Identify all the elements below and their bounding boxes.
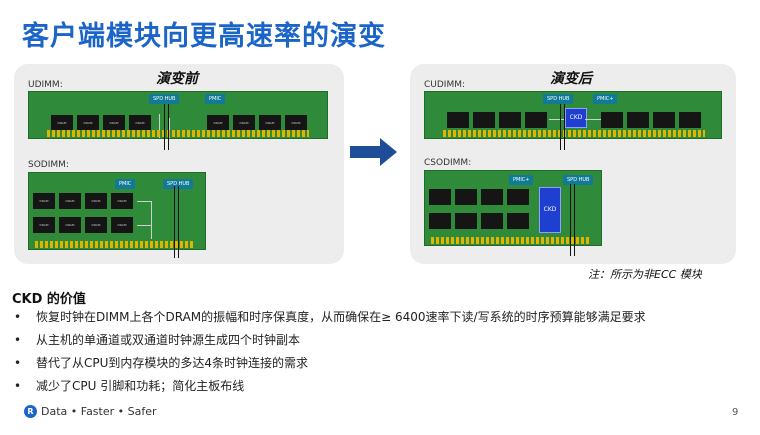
clock-trace [137,201,151,202]
dram-chip: DRAM [85,193,107,209]
dram-chip: DRAM [111,193,133,209]
dram-chip: DRAM [129,115,151,131]
bullet-list: • 恢复时钟在DIMM上各个DRAM的振幅和时序保真度，从而确保在≥ 6400速率… [12,306,646,398]
clock-line [570,184,571,256]
bullet-icon: • [14,333,22,347]
spdhub-tag: SPD HUB [163,179,194,189]
udimm-board: SPD HUB PMIC DRAM DRAM DRAM DRAM DRAM DR… [28,91,328,139]
dram-chip [507,189,529,205]
pmic-tag: PMIC [115,179,136,189]
spdhub-tag: SPD HUB [543,94,574,104]
footer-brand: R Data • Faster • Safer [24,405,157,418]
page-title: 客户端模块向更高速率的演变 [22,21,386,52]
udimm-label: UDIMM: [28,80,63,90]
before-heading: 演变前 [156,71,198,87]
bullet-icon: • [14,310,22,324]
bullet-text: 替代了从CPU到内存模块的多达4条时钟连接的需求 [36,356,309,370]
after-heading: 演变后 [550,71,592,87]
dram-chip [455,189,477,205]
clock-line [564,104,565,150]
bullet-icon: • [14,379,22,393]
dram-chip: DRAM [259,115,281,131]
dram-chip: DRAM [59,193,81,209]
dram-chip [455,213,477,229]
pmic-tag: PMIC+ [593,94,618,104]
ckd-chip: CKD [539,187,561,233]
after-panel: 演变后 CUDIMM: SPD HUB PMIC+ CKD CSODIMM: P… [410,64,736,264]
dram-chip: DRAM [33,193,55,209]
csodimm-label: CSODIMM: [424,158,472,168]
clock-line [174,186,175,258]
clock-trace [159,114,160,138]
dram-chip [507,213,529,229]
clock-trace [169,118,170,138]
sodimm-board: PMIC SPD HUB DRAM DRAM DRAM DRAM DRAM DR… [28,172,206,250]
dram-chip [481,189,503,205]
pmic-tag: PMIC [205,94,226,104]
csodimm-pins [431,237,589,244]
before-panel: 演变前 UDIMM: SPD HUB PMIC DRAM DRAM DRAM D… [14,64,344,264]
logo-icon: R [24,405,37,418]
cudimm-label: CUDIMM: [424,80,466,90]
dram-chip: DRAM [59,217,81,233]
dram-chip [481,213,503,229]
list-item: • 从主机的单通道或双通道时钟源生成四个时钟副本 [12,329,646,352]
dram-chip [525,112,547,128]
dram-chip [499,112,521,128]
ecc-note: 注：所示为非ECC 模块 [588,268,702,281]
dram-chip: DRAM [111,217,133,233]
clock-line [560,104,561,150]
dram-chip: DRAM [285,115,307,131]
sodimm-label: SODIMM: [28,160,69,170]
cudimm-board: SPD HUB PMIC+ CKD [424,91,722,139]
dram-chip [473,112,495,128]
bullet-text: 减少了CPU 引脚和功耗；简化主板布线 [36,379,245,393]
dram-chip: DRAM [233,115,255,131]
dram-chip [679,112,701,128]
bullet-icon: • [14,356,22,370]
dram-chip: DRAM [77,115,99,131]
csodimm-board: PMIC+ SPD HUB CKD [424,170,602,246]
bullet-text: 从主机的单通道或双通道时钟源生成四个时钟副本 [36,333,301,347]
sodimm-pins [35,241,193,248]
list-item: • 减少了CPU 引脚和功耗；简化主板布线 [12,375,646,398]
dram-chip: DRAM [103,115,125,131]
cudimm-pins [443,130,705,137]
dram-chip: DRAM [51,115,73,131]
dram-chip: DRAM [85,217,107,233]
list-item: • 替代了从CPU到内存模块的多达4条时钟连接的需求 [12,352,646,375]
clock-line [164,104,165,150]
dram-chip [653,112,675,128]
dram-chip: DRAM [207,115,229,131]
brand-tagline: Data • Faster • Safer [41,405,157,418]
dram-chip [627,112,649,128]
page-number: 9 [732,407,739,418]
clock-trace [137,225,151,226]
clock-line [168,104,169,150]
dram-chip [429,213,451,229]
right-arrow-icon [350,138,397,166]
clock-trace [585,119,601,120]
spdhub-tag: SPD HUB [149,94,180,104]
clock-trace [549,119,565,120]
section-title: CKD 的价值 [12,292,86,307]
udimm-pins [47,130,309,137]
bullet-text: 恢复时钟在DIMM上各个DRAM的振幅和时序保真度，从而确保在≥ 6400速率下… [36,310,646,324]
dram-chip [429,189,451,205]
list-item: • 恢复时钟在DIMM上各个DRAM的振幅和时序保真度，从而确保在≥ 6400速率… [12,306,646,329]
dram-chip: DRAM [33,217,55,233]
clock-line [178,186,179,258]
spdhub-tag: SPD HUB [563,175,594,185]
dram-chip [601,112,623,128]
dram-chip [447,112,469,128]
clock-trace [151,201,152,239]
ckd-chip: CKD [565,108,587,128]
pmic-tag: PMIC+ [509,175,534,185]
clock-line [574,184,575,256]
